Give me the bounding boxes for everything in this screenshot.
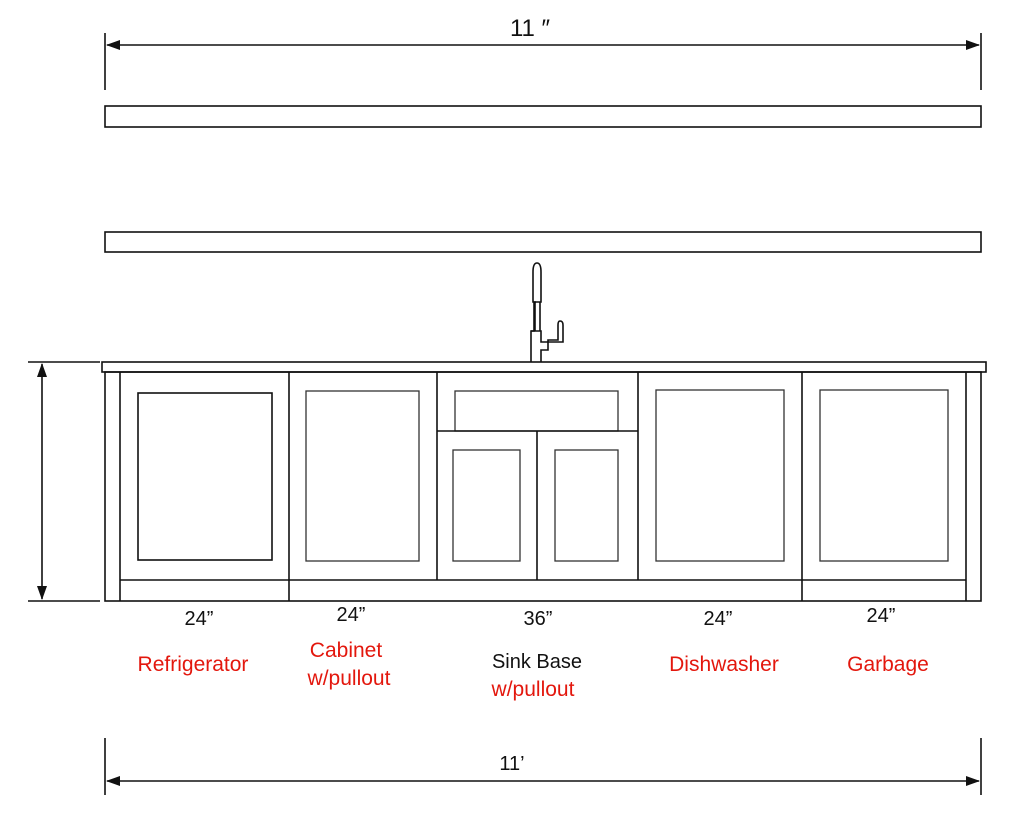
cabinet-label-line1: Cabinet — [310, 639, 383, 662]
garbage-size: 24” — [867, 605, 896, 627]
sink-label-line2: w/pullout — [491, 678, 575, 701]
bottom-dimension-label: 11’ — [499, 753, 524, 775]
refrigerator-size: 24” — [185, 608, 214, 630]
faucet-icon — [530, 262, 564, 362]
dishwasher-label: Dishwasher — [669, 653, 779, 676]
garbage-door-panel — [819, 389, 949, 562]
upper-shelf — [104, 105, 982, 128]
cabinet-size: 24” — [337, 604, 366, 626]
bottom-dimension: 11’ — [104, 738, 982, 795]
top-dimension: 11 ″ — [104, 15, 982, 90]
cabinet-label-line2: w/pullout — [307, 667, 391, 690]
sink-false-front — [454, 390, 619, 432]
sink-size: 36” — [524, 608, 553, 630]
sink-right-door-panel — [554, 449, 619, 562]
garbage-label: Garbage — [847, 653, 929, 676]
refrigerator-label: Refrigerator — [138, 653, 249, 676]
dishwasher-panel — [655, 389, 785, 562]
cabinet-door-panel — [305, 390, 420, 562]
cabinet-run — [104, 371, 982, 602]
dishwasher-size: 24” — [704, 608, 733, 630]
lower-shelf — [104, 231, 982, 253]
refrigerator-panel — [137, 392, 273, 561]
sink-label-line1: Sink Base — [492, 651, 582, 673]
top-dimension-label: 11 ″ — [510, 15, 551, 42]
height-dimension — [28, 361, 100, 602]
countertop — [101, 361, 987, 373]
sink-left-door-panel — [452, 449, 521, 562]
